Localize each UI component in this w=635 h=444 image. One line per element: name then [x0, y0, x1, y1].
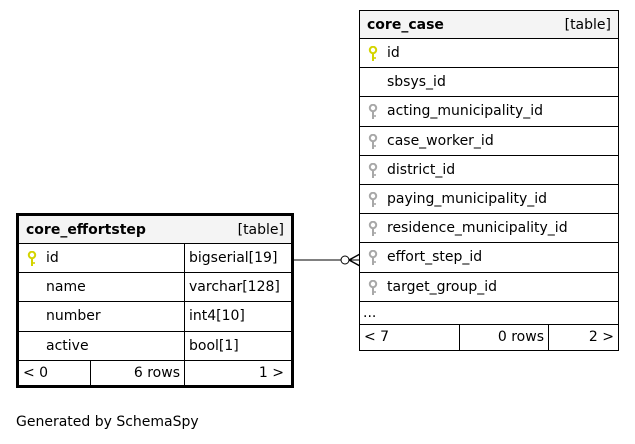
column-name: acting_municipality_id — [387, 103, 544, 120]
foreign-key-icon — [368, 250, 378, 266]
next-link[interactable]: 2 > — [588, 329, 614, 346]
column-row[interactable]: paying_municipality_id — [360, 185, 618, 215]
column-name: id — [387, 45, 400, 62]
column-type: bool[1] — [189, 337, 239, 354]
row-count: 6 rows — [91, 360, 185, 385]
column-name: sbsys_id — [387, 74, 446, 91]
column-type: int4[10] — [189, 308, 245, 325]
primary-key-icon — [27, 251, 37, 267]
row-count: 0 rows — [460, 324, 549, 350]
relationship-edge — [294, 253, 361, 267]
edge-optional-marker — [340, 255, 350, 265]
column-type: bigserial[19] — [189, 250, 278, 267]
foreign-key-icon — [368, 279, 378, 296]
column-row[interactable]: case_worker_id — [360, 127, 618, 156]
generated-by-caption: Generated by SchemaSpy — [16, 414, 199, 430]
column-name: residence_municipality_id — [387, 220, 568, 237]
table-name: core_effortstep — [26, 221, 146, 238]
column-name: paying_municipality_id — [387, 191, 548, 208]
column-name: case_worker_id — [387, 132, 494, 149]
column-name: number — [19, 302, 185, 331]
foreign-key-icon — [368, 104, 378, 120]
more-columns-indicator: ... — [360, 302, 618, 325]
column-row[interactable]: id — [360, 39, 618, 69]
prev-link[interactable]: < 0 — [19, 360, 91, 385]
table-kind: [table] — [564, 16, 611, 33]
column-name: effort_step_id — [387, 249, 483, 266]
primary-key-icon — [368, 46, 378, 62]
table-core-case[interactable]: core_case [table] id sbsys_id acting_munic… — [359, 10, 619, 351]
column-type: varchar[128] — [189, 279, 280, 296]
foreign-key-icon — [368, 221, 378, 237]
column-row[interactable]: target_group_id — [360, 273, 618, 302]
table-header: core_case [table] — [360, 11, 618, 39]
table-footer: < 0 6 rows 1 > — [19, 360, 291, 385]
table-footer: < 7 0 rows 2 > — [360, 324, 618, 350]
next-link[interactable]: 1 > — [258, 364, 284, 381]
column-name: name — [19, 273, 185, 302]
column-row[interactable]: residence_municipality_id — [360, 214, 618, 244]
column-row[interactable]: acting_municipality_id — [360, 97, 618, 127]
table-kind: [table] — [237, 221, 284, 238]
table-name: core_case — [367, 16, 444, 33]
foreign-key-icon — [368, 162, 378, 179]
edge-crowfoot-marker — [348, 253, 361, 267]
column-name: district_id — [387, 161, 456, 178]
column-row[interactable]: district_id — [360, 156, 618, 185]
prev-link[interactable]: < 7 — [360, 324, 460, 350]
column-row[interactable]: effort_step_id — [360, 243, 618, 273]
column-name: active — [19, 331, 185, 360]
column-name: target_group_id — [387, 278, 498, 295]
foreign-key-icon — [368, 133, 378, 150]
column-row[interactable]: sbsys_id — [360, 68, 618, 98]
column-name: id — [19, 244, 185, 273]
table-header: core_effortstep [table] — [19, 216, 291, 244]
foreign-key-icon — [368, 191, 378, 208]
